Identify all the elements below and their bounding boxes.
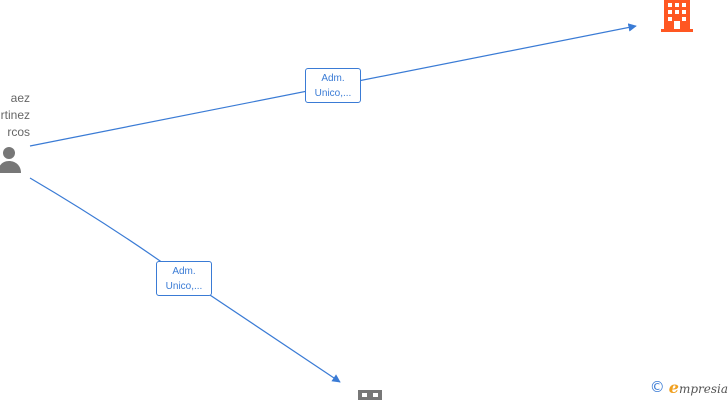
person-name-line: aez	[10, 91, 30, 105]
person-name-line: rtinez	[0, 108, 30, 122]
person-icon[interactable]	[0, 147, 21, 173]
edge-label-bottom[interactable]: Adm. Unico,...	[156, 261, 212, 296]
edge-label-line: Unico,...	[165, 281, 203, 292]
brand-logo: empresia	[669, 378, 728, 397]
brand-initial: e	[668, 377, 679, 397]
edge-label-line: Adm.	[321, 73, 345, 84]
edge-label-top[interactable]: Adm. Unico,...	[305, 68, 361, 103]
edge-label-line: Unico,...	[314, 88, 352, 99]
person-name-line: rcos	[7, 125, 30, 139]
brand-watermark: © empresia	[649, 378, 728, 397]
person-name[interactable]: aez rtinez rcos	[0, 90, 30, 141]
building-icon[interactable]	[358, 390, 382, 400]
copyright-icon: ©	[649, 378, 665, 396]
building-icon[interactable]	[661, 0, 693, 32]
edge-label-line: Adm.	[172, 266, 196, 277]
brand-text: mpresia	[678, 381, 728, 396]
